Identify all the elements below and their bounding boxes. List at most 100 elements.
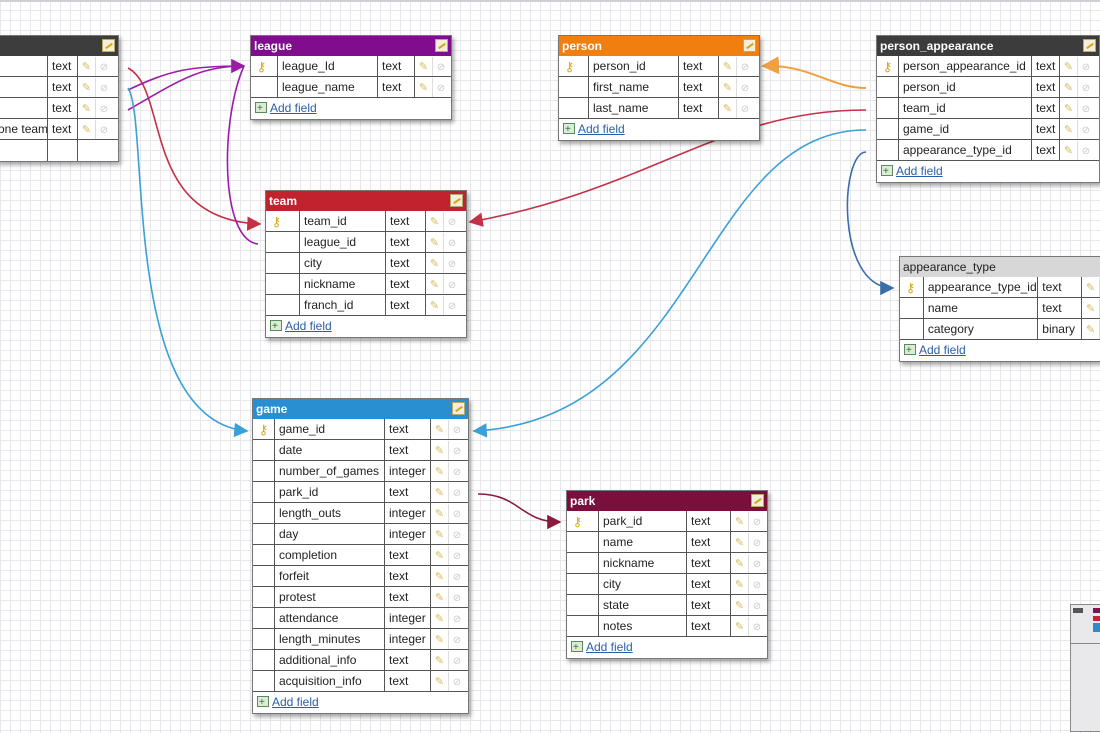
edit-table-icon[interactable] <box>743 39 756 52</box>
table-league[interactable]: league ⚷ league_Id text ✎⊘ league_name t… <box>250 35 452 120</box>
delete-icon[interactable]: ⊘ <box>452 572 462 583</box>
table-row[interactable]: text ✎⊘ <box>0 77 118 98</box>
table-row[interactable]: name text ✎ <box>900 298 1100 319</box>
pencil-icon[interactable]: ✎ <box>1082 278 1100 297</box>
delete-icon[interactable]: ⊘ <box>1081 104 1091 115</box>
pencil-icon[interactable]: ✎ <box>431 504 449 523</box>
table-row[interactable]: city text ✎⊘ <box>266 253 466 274</box>
table-header[interactable]: league <box>251 36 451 56</box>
pencil-icon[interactable]: ✎ <box>426 275 444 294</box>
table-team[interactable]: team ⚷ team_id text ✎⊘ league_id text ✎⊘… <box>265 190 467 338</box>
pencil-icon[interactable]: ✎ <box>431 672 449 691</box>
pencil-icon[interactable]: ✎ <box>719 99 737 118</box>
pencil-icon[interactable]: ✎ <box>1060 141 1078 160</box>
table-row[interactable]: ⚷ person_id text ✎⊘ <box>559 56 759 77</box>
edit-table-icon[interactable] <box>450 194 463 207</box>
delete-icon[interactable]: ⊘ <box>740 104 750 115</box>
pencil-icon[interactable]: ✎ <box>731 617 749 636</box>
pencil-icon[interactable]: ✎ <box>426 254 444 273</box>
edit-table-icon[interactable] <box>102 39 115 52</box>
delete-icon[interactable]: ⊘ <box>752 559 762 570</box>
delete-icon[interactable]: ⊘ <box>452 656 462 667</box>
delete-icon[interactable]: ⊘ <box>452 446 462 457</box>
delete-icon[interactable]: ⊘ <box>452 677 462 688</box>
delete-icon[interactable]: ⊘ <box>740 83 750 94</box>
delete-icon[interactable]: ⊘ <box>447 301 457 312</box>
delete-icon[interactable]: ⊘ <box>436 62 446 73</box>
delete-icon[interactable]: ⊘ <box>752 538 762 549</box>
delete-icon[interactable]: ⊘ <box>452 530 462 541</box>
table-person[interactable]: person ⚷ person_id text ✎⊘ first_name te… <box>558 35 760 141</box>
edit-table-icon[interactable] <box>1083 39 1096 52</box>
pencil-icon[interactable]: ✎ <box>731 512 749 531</box>
table-row[interactable]: game_id text ✎⊘ <box>877 119 1099 140</box>
delete-icon[interactable]: ⊘ <box>452 509 462 520</box>
pencil-icon[interactable]: ✎ <box>719 57 737 76</box>
table-row[interactable]: person_id text ✎⊘ <box>877 77 1099 98</box>
add-field-link[interactable]: Add field <box>270 101 317 115</box>
table-person-appearance[interactable]: person_appearance ⚷ person_appearance_id… <box>876 35 1100 183</box>
pencil-icon[interactable]: ✎ <box>431 609 449 628</box>
delete-icon[interactable]: ⊘ <box>1081 62 1091 73</box>
pencil-icon[interactable]: ✎ <box>731 596 749 615</box>
table-header[interactable]: park <box>567 491 767 511</box>
edit-table-icon[interactable] <box>751 494 764 507</box>
table-header[interactable]: person_appearance <box>877 36 1099 56</box>
pencil-icon[interactable]: ✎ <box>426 296 444 315</box>
table-row[interactable]: category binary ✎ <box>900 319 1100 340</box>
table-row[interactable]: ⚷ league_Id text ✎⊘ <box>251 56 451 77</box>
pencil-icon[interactable]: ✎ <box>431 588 449 607</box>
pencil-icon[interactable]: ✎ <box>431 651 449 670</box>
add-field-button[interactable]: Add field <box>900 340 1100 361</box>
pencil-icon[interactable]: ✎ <box>78 99 96 118</box>
table-unnamed[interactable]: text ✎⊘ text ✎⊘ text ✎⊘ one team text ✎⊘ <box>0 35 119 162</box>
pencil-icon[interactable]: ✎ <box>1060 78 1078 97</box>
delete-icon[interactable]: ⊘ <box>752 580 762 591</box>
pencil-icon[interactable]: ✎ <box>431 483 449 502</box>
pencil-icon[interactable]: ✎ <box>731 575 749 594</box>
table-header[interactable]: appearance_type <box>900 257 1100 277</box>
pencil-icon[interactable]: ✎ <box>1082 320 1100 339</box>
add-field-button[interactable]: Add field <box>251 98 451 119</box>
pencil-icon[interactable]: ✎ <box>1082 299 1100 318</box>
delete-icon[interactable]: ⊘ <box>452 593 462 604</box>
delete-icon[interactable]: ⊘ <box>752 601 762 612</box>
pencil-icon[interactable]: ✎ <box>1060 120 1078 139</box>
add-field-link[interactable]: Add field <box>272 695 319 709</box>
add-field-button[interactable]: Add field <box>567 637 767 658</box>
delete-icon[interactable]: ⊘ <box>447 259 457 270</box>
delete-icon[interactable]: ⊘ <box>740 62 750 73</box>
pencil-icon[interactable]: ✎ <box>431 525 449 544</box>
pencil-icon[interactable]: ✎ <box>415 78 433 97</box>
pencil-icon[interactable]: ✎ <box>426 212 444 231</box>
table-row[interactable]: ⚷ person_appearance_id text ✎⊘ <box>877 56 1099 77</box>
delete-icon[interactable]: ⊘ <box>452 467 462 478</box>
delete-icon[interactable]: ⊘ <box>99 104 109 115</box>
delete-icon[interactable]: ⊘ <box>99 83 109 94</box>
delete-icon[interactable]: ⊘ <box>1081 125 1091 136</box>
add-field-button[interactable]: Add field <box>253 692 468 713</box>
delete-icon[interactable]: ⊘ <box>447 217 457 228</box>
table-header[interactable]: person <box>559 36 759 56</box>
table-row[interactable]: ⚷ appearance_type_id text ✎ <box>900 277 1100 298</box>
delete-icon[interactable]: ⊘ <box>452 614 462 625</box>
table-row[interactable]: text ✎⊘ <box>0 56 118 77</box>
pencil-icon[interactable]: ✎ <box>431 546 449 565</box>
pencil-icon[interactable]: ✎ <box>78 57 96 76</box>
table-row[interactable]: one team text ✎⊘ <box>0 119 118 140</box>
pencil-icon[interactable]: ✎ <box>78 78 96 97</box>
table-row[interactable] <box>0 140 118 161</box>
delete-icon[interactable]: ⊘ <box>452 635 462 646</box>
